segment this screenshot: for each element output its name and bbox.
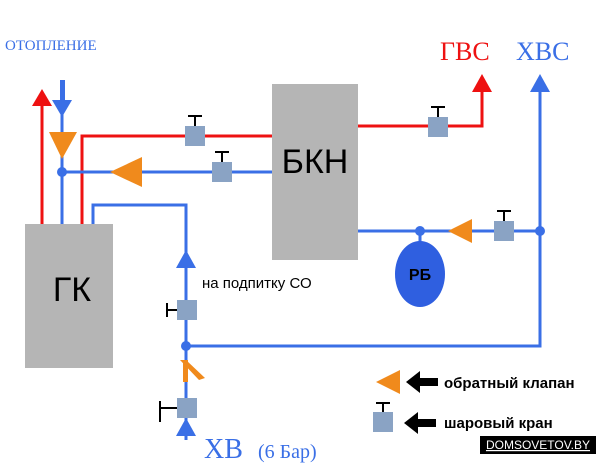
check-valve-icon [49,132,77,159]
heating-label: ОТОПЛЕНИЕ [5,38,97,54]
ball-valve-icon [212,151,232,182]
watermark: DOMSOVETOV.BY [480,436,596,454]
legend-check-valve-label: обратный клапан [444,375,575,392]
junction-dot [415,226,425,236]
gas-boiler-block [25,224,113,368]
arrow-up-icon [176,418,196,436]
cold-water-label: ХВС [516,37,569,66]
ball-valve-icon [373,412,393,432]
check-valve-icon [180,360,205,382]
ball-valve-icon [159,398,197,422]
expansion-tank-label: РБ [409,267,431,284]
legend-check-valve: обратный клапан [376,370,575,394]
arrow-up-icon [32,89,52,106]
ball-valve-icon [428,106,448,137]
legend-ball-valve: шаровый кран [373,402,553,434]
boiler-tank-label: БКН [282,143,349,181]
watermark-text: DOMSOVETOV.BY [486,438,590,452]
makeup-label: на подпитку СО [202,275,312,292]
ball-valve-icon [166,300,197,320]
arrow-up-icon [530,74,550,92]
boiler-tank-block [272,84,358,260]
gas-boiler-label: ГК [53,271,91,309]
arrow-up-icon [472,74,492,92]
check-valve-icon [448,219,472,243]
check-valve-icon [376,370,400,394]
check-valve-icon [110,157,142,187]
cold-inlet-label: ХВ [204,434,243,465]
legend-ball-valve-label: шаровый кран [444,415,553,432]
junction-dot [535,226,545,236]
cold-inlet-pressure-label: (6 Бар) [258,441,317,463]
hot-water-label: ГВС [440,37,490,66]
junction-dot [57,167,67,177]
ball-valve-icon [494,210,514,241]
arrow-left-icon [404,412,436,434]
hot-pipes [40,88,484,224]
ball-valve-icon [185,115,205,146]
junction-dot [181,341,191,351]
arrow-down-icon [52,80,72,117]
arrow-left-icon [406,371,438,393]
arrow-up-icon [176,250,196,268]
expansion-tank [395,241,445,307]
